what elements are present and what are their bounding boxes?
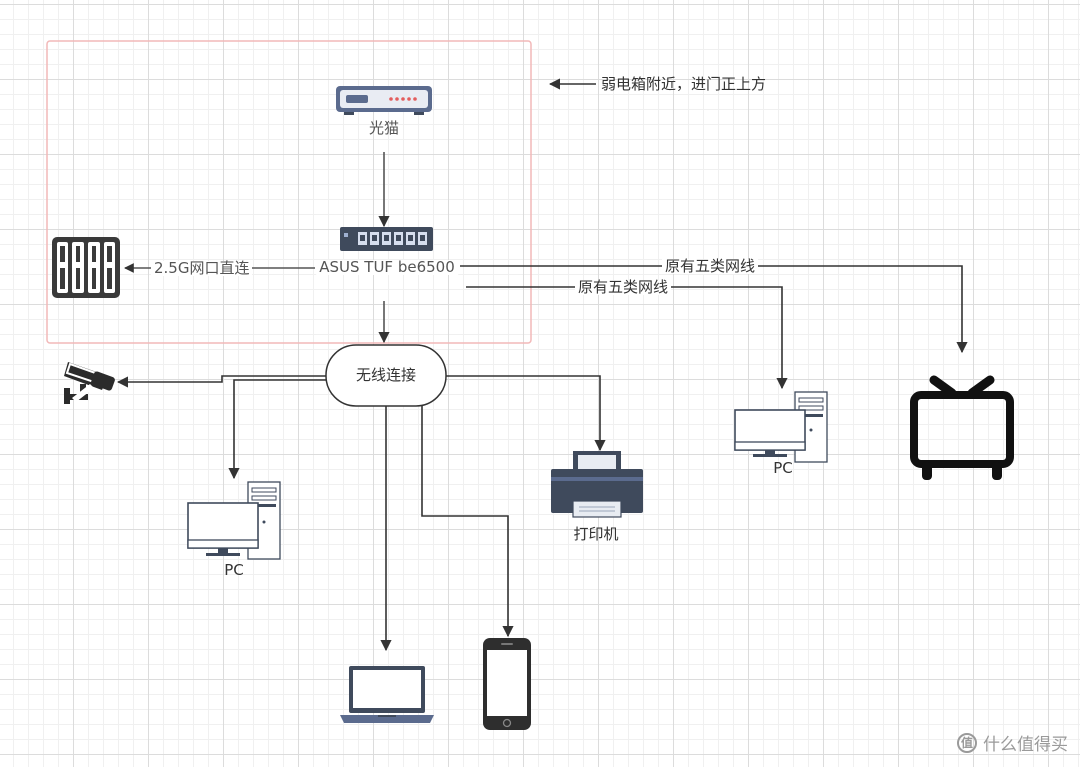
tv-link-label: 原有五类网线 [662, 259, 759, 274]
tv-icon [910, 375, 1014, 480]
nas-icon [52, 237, 120, 298]
smartphone-icon [483, 638, 531, 730]
security-camera-icon [64, 362, 115, 404]
modem-label: 光猫 [368, 119, 400, 137]
laptop-icon [340, 666, 434, 723]
nas-link-label: 2.5G网口直连 [151, 261, 253, 276]
pc-right-label: PC [773, 459, 793, 477]
edge-router-tv [460, 265, 968, 354]
edge-wireless-phone [421, 406, 514, 638]
printer-label: 打印机 [573, 525, 619, 543]
printer-icon [551, 451, 643, 518]
desktop-pc-icon [734, 391, 828, 463]
edge-wireless-camera [116, 375, 326, 388]
cabinet-group-box [46, 40, 532, 344]
desktop-pc-icon [187, 481, 281, 560]
annotation-label: 弱电箱附近，进门正上方 [601, 75, 767, 93]
wireless-label: 无线连接 [355, 366, 417, 384]
edge-wireless-pc-left [228, 379, 326, 480]
watermark: 值 什么值得买 [957, 730, 1068, 755]
modem-icon [336, 86, 432, 115]
pc-right-link-label: 原有五类网线 [575, 280, 672, 295]
router-switch-icon [340, 227, 433, 251]
watermark-text: 什么值得买 [983, 735, 1068, 755]
watermark-logo-icon: 值 [957, 732, 977, 753]
edge-router-pc-right [466, 286, 788, 390]
router-label: ASUS TUF be6500 [316, 260, 458, 275]
edge-wireless-printer [446, 375, 606, 452]
pc-left-label: PC [224, 561, 244, 579]
